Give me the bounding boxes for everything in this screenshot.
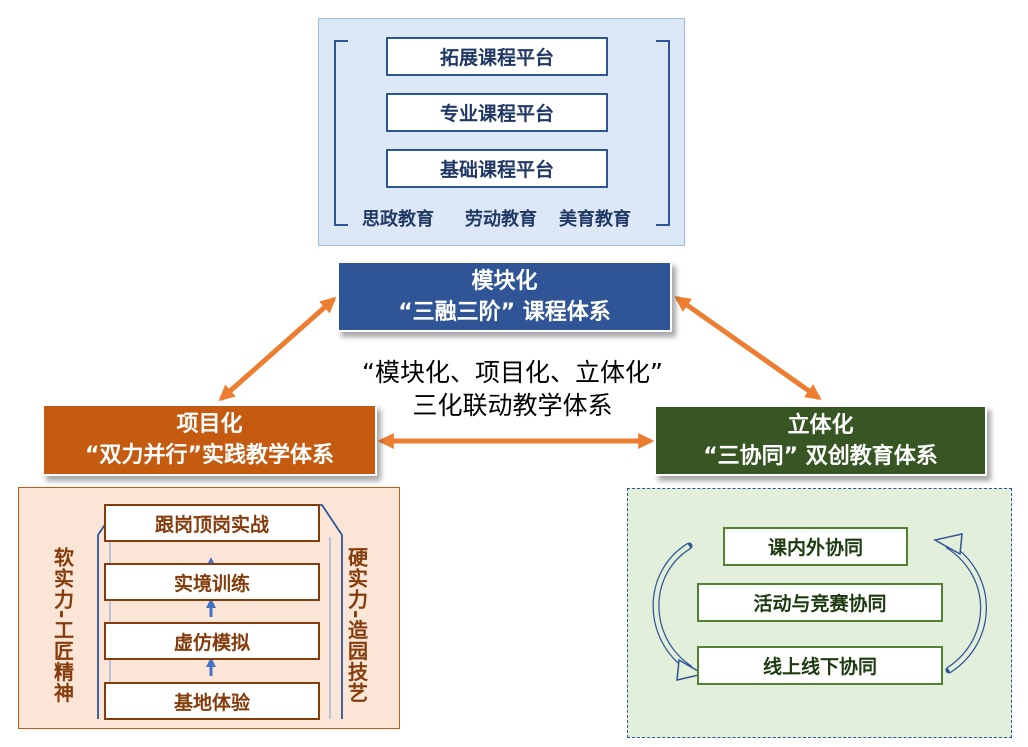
modular-header-title: 模块化: [471, 268, 538, 294]
education-labor: 劳动教育: [465, 209, 537, 230]
cycle-arrows: [652, 533, 987, 681]
left-bracket: [334, 40, 348, 226]
threed-header: 立体化 “三协同” 双创教育体系: [654, 405, 987, 476]
soft-skill-text: 软实力-工匠精神: [50, 546, 75, 704]
modular-header-subtitle: “三融三阶” 课程体系: [398, 299, 611, 325]
platform-expansion: 拓展课程平台: [386, 37, 608, 76]
right-bracket: [656, 40, 670, 226]
step-real-training: 实境训练: [104, 563, 320, 601]
arrow-top-right: [674, 295, 822, 401]
center-caption: “模块化、项目化、立体化” 三化联动教学体系: [330, 356, 695, 422]
hard-skill-label: 硬实力-造园技艺: [342, 540, 370, 710]
project-header-subtitle: “双力并行”实践教学体系: [85, 443, 334, 468]
education-ideological: 思政教育: [362, 209, 434, 230]
modular-header: 模块化 “三融三阶” 课程体系: [337, 261, 672, 332]
platform-foundation: 基础课程平台: [386, 149, 608, 188]
item-in-out-class: 课内外协同: [723, 527, 908, 566]
center-caption-line1: “模块化、项目化、立体化”: [362, 358, 663, 387]
step-base-experience: 基地体验: [104, 682, 320, 720]
project-header: 项目化 “双力并行”实践教学体系: [42, 404, 377, 476]
hard-skill-text: 硬实力-造园技艺: [344, 546, 369, 704]
step-onsite-practice: 跟岗顶岗实战: [104, 504, 320, 542]
arrow-top-left: [218, 296, 337, 402]
education-aesthetic: 美育教育: [559, 209, 631, 230]
platform-professional: 专业课程平台: [386, 93, 608, 132]
center-caption-line2: 三化联动教学体系: [412, 391, 613, 420]
project-header-title: 项目化: [176, 412, 243, 437]
step-virtual-simulation: 虚仿模拟: [104, 622, 320, 660]
threed-header-title: 立体化: [787, 412, 854, 438]
threed-header-subtitle: “三协同” 双创教育体系: [703, 443, 938, 469]
item-activity-competition: 活动与竞赛协同: [697, 583, 943, 622]
item-online-offline: 线上线下协同: [697, 646, 943, 685]
soft-skill-label: 软实力-工匠精神: [48, 540, 76, 710]
